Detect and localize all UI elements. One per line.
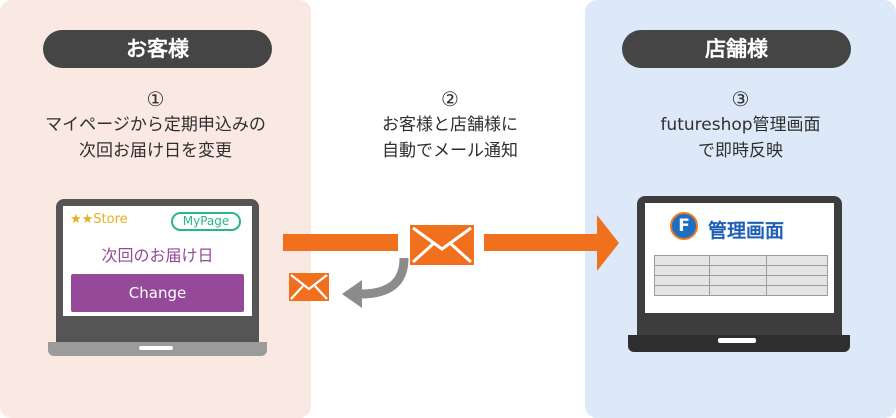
admin-table (654, 255, 828, 296)
step-1-line-1: マイページから定期申込みの (45, 115, 266, 135)
step-2-number: ② (441, 87, 459, 111)
customer-title: お客様 (43, 30, 272, 68)
shop-title: 店舗様 (622, 30, 851, 68)
step-3-line-2: で即時反映 (698, 141, 783, 161)
step-1-line-2: 次回お届け日を変更 (79, 141, 232, 161)
admin-screen: F 管理画面 (645, 203, 834, 313)
right-arrow-icon (597, 215, 619, 271)
change-button[interactable]: Change (71, 274, 244, 312)
shop-laptop-notch (718, 338, 756, 343)
step-1-number: ① (146, 87, 165, 111)
return-arrow-icon (342, 257, 409, 308)
step-2-text: ② お客様と店舗様に 自動でメール通知 (330, 86, 570, 164)
store-logo: ★★Store (70, 212, 128, 227)
futureshop-logo-icon: F (670, 212, 698, 240)
step-2-line-2: 自動でメール通知 (382, 141, 518, 161)
step-2-line-1: お客様と店舗様に (382, 115, 518, 135)
mail-icon (410, 225, 474, 265)
step-1-text: ① マイページから定期申込みの 次回お届け日を変更 (0, 86, 311, 164)
mypage-screen: ★★Store MyPage 次回のお届け日 Change (63, 206, 252, 316)
step-3-line-1: futureshop管理画面 (660, 115, 821, 135)
step-3-text: ③ futureshop管理画面 で即時反映 (585, 86, 896, 164)
admin-title: 管理画面 (708, 220, 785, 242)
next-delivery-label: 次回のお届け日 (101, 246, 214, 265)
customer-laptop-notch (139, 346, 173, 350)
mypage-button[interactable]: MyPage (171, 212, 241, 231)
shop-laptop-base (628, 335, 850, 352)
customer-mail-icon (289, 273, 329, 301)
step-3-number: ③ (731, 87, 750, 111)
